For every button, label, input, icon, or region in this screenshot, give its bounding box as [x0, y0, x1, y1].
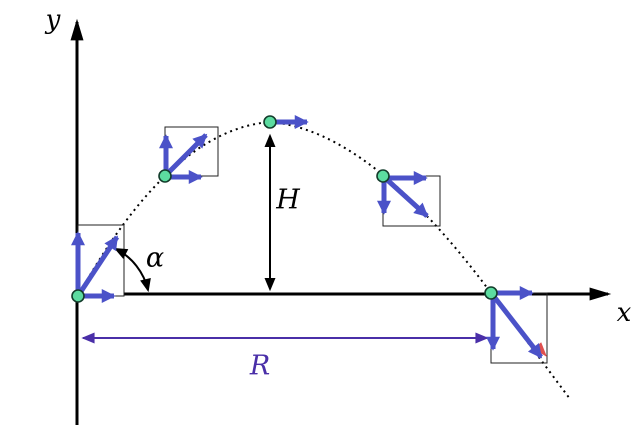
y-axis-label: y: [45, 5, 61, 35]
launch-velocity-arrow: [75, 235, 120, 298]
height-label: H: [276, 184, 300, 216]
descending-velocity-arrow: [382, 175, 429, 218]
trajectory-points: [71, 115, 498, 303]
angle-label: α: [145, 242, 165, 274]
apex-point: [263, 115, 277, 129]
rising-velocity-arrow: [164, 133, 208, 177]
descending-point: [376, 169, 390, 183]
rising-point: [158, 169, 172, 183]
launch-vectors: [71, 231, 120, 303]
angle-arc-arrow: [114, 247, 151, 293]
range-label: R: [249, 350, 271, 382]
landing-point: [484, 286, 498, 300]
landing-vectors: [486, 286, 547, 359]
axes: [70, 18, 612, 425]
rising-vectors: [159, 133, 208, 184]
landing-velocity-arrow: [490, 292, 543, 359]
launch-point: [71, 289, 85, 303]
x-axis-label: x: [616, 298, 632, 328]
descending-vectors: [377, 171, 429, 218]
